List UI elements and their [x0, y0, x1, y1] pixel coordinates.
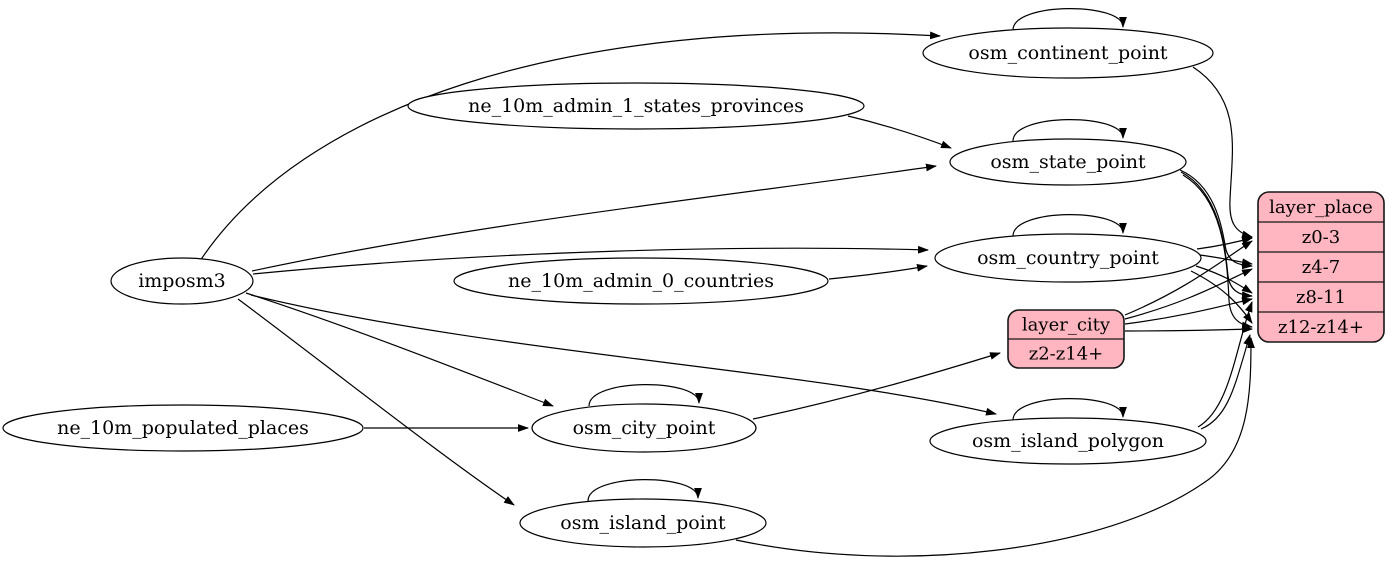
table-label-osm_island_point: osm_island_point	[560, 512, 726, 534]
table-node-osm_continent_point: osm_continent_point	[922, 27, 1214, 79]
table-label-osm_city_point: osm_city_point	[573, 417, 716, 439]
edge-imposm3-to-osm_continent_point	[199, 31, 941, 262]
table-node-osm_country_point: osm_country_point	[934, 233, 1202, 283]
table-ellipse-osm_country_point	[934, 233, 1202, 283]
table-ellipse-osm_island_polygon	[929, 417, 1207, 465]
table-node-osm_city_point: osm_city_point	[531, 403, 757, 453]
edge-imposm3-to-osm_state_point	[251, 163, 937, 272]
edge-osm_state_point-to-layer_place:z12-z14+	[1182, 174, 1253, 330]
edge-ne_10m_admin_1_states_provinces-to-osm_state_point	[847, 115, 952, 149]
self-loop-osm_island_polygon	[1012, 398, 1127, 421]
edge-osm_state_point-to-layer_place:z8-11	[1180, 171, 1253, 300]
edge-layer_city-to-layer_place:z8-11	[1124, 297, 1253, 325]
edge-osm_country_point-to-layer_place:z8-11	[1195, 265, 1253, 294]
table-ellipse-imposm3	[110, 257, 254, 305]
edge-imposm3-to-osm_city_point	[245, 292, 554, 407]
table-node-osm_island_point: osm_island_point	[519, 498, 767, 548]
table-label-osm_continent_point: osm_continent_point	[968, 42, 1168, 64]
self-loop-osm_continent_point	[1012, 8, 1127, 31]
edge-osm_island_point-to-layer_place:z12-z14+	[735, 337, 1255, 557]
edge-osm_continent_point-to-layer_place:z0-3	[1192, 66, 1253, 239]
edge-layer_city-to-layer_place:z12-z14+	[1124, 325, 1253, 334]
table-label-ne_10m_populated_places: ne_10m_populated_places	[57, 417, 309, 439]
self-loop-osm_state_point	[1012, 119, 1127, 142]
table-ellipse-osm_island_point	[519, 498, 767, 548]
table-node-osm_island_polygon: osm_island_polygon	[929, 417, 1207, 465]
layer-record-box-layer_place	[1257, 191, 1385, 343]
layer-record-layer_city: layer_city z2-z14+	[1007, 309, 1125, 369]
edge-imposm3-to-osm_country_point	[252, 245, 929, 275]
edge-ne_10m_admin_0_countries-to-osm_country_point	[828, 263, 928, 280]
self-loop-osm_country_point	[1012, 214, 1127, 237]
edge-osm_island_polygon-to-layer_place:z12-z14+	[1200, 334, 1251, 430]
table-label-ne_10m_admin_0_countries: ne_10m_admin_0_countries	[508, 270, 774, 292]
self-loop-osm_island_point	[587, 479, 702, 502]
table-node-ne_10m_populated_places: ne_10m_populated_places	[2, 404, 364, 452]
record-header-layer_city: layer_city	[1022, 315, 1111, 336]
edge-osm_state_point-to-layer_place:z4-7	[1179, 169, 1253, 270]
table-label-imposm3: imposm3	[138, 270, 226, 292]
record-row-layer_place-z8-11: z8-11	[1296, 287, 1346, 308]
table-ellipse-ne_10m_admin_0_countries	[453, 257, 829, 305]
edge-layer_city-to-layer_place:z4-7	[1124, 268, 1253, 320]
record-row-layer_place-z0-3: z0-3	[1302, 227, 1340, 248]
table-ellipse-osm_continent_point	[922, 27, 1214, 79]
table-label-osm_island_polygon: osm_island_polygon	[972, 430, 1164, 452]
self-loop-osm_city_point	[588, 384, 703, 407]
table-label-osm_country_point: osm_country_point	[977, 247, 1159, 269]
table-label-osm_state_point: osm_state_point	[990, 151, 1146, 173]
record-header-layer_place: layer_place	[1269, 197, 1373, 218]
table-ellipse-osm_city_point	[531, 403, 757, 453]
record-row-layer_place-z12-z14+: z12-z14+	[1278, 317, 1364, 338]
edge-imposm3-to-osm_island_polygon	[250, 294, 997, 416]
table-ellipse-ne_10m_populated_places	[2, 404, 364, 452]
edge-osm_island_polygon-to-layer_place:z8-11	[1197, 301, 1253, 428]
table-node-imposm3: imposm3	[110, 257, 254, 305]
table-ellipse-ne_10m_admin_1_states_provinces	[407, 82, 865, 130]
edge-osm_city_point-to-layer_city:z2-z14+	[752, 352, 1001, 420]
layer-record-layer_place: layer_place z0-3 z4-7 z8-11 z12-z14+	[1257, 191, 1385, 343]
record-row-layer_place-z4-7: z4-7	[1302, 257, 1340, 278]
edge-osm_country_point-to-layer_place:z0-3	[1196, 236, 1253, 250]
edge-osm_country_point-to-layer_place:z4-7	[1199, 254, 1253, 266]
table-label-ne_10m_admin_1_states_provinces: ne_10m_admin_1_states_provinces	[468, 95, 804, 117]
table-node-osm_state_point: osm_state_point	[949, 138, 1187, 186]
table-node-ne_10m_admin_1_states_provinces: ne_10m_admin_1_states_provinces	[407, 82, 865, 130]
record-row-layer_city-z2-z14+: z2-z14+	[1029, 344, 1104, 365]
edge-osm_country_point-to-layer_place:z12-z14+	[1190, 270, 1253, 324]
edge-layer_city-to-layer_place:z0-3	[1124, 240, 1253, 316]
edge-imposm3-to-osm_island_point	[237, 298, 515, 506]
table-ellipse-osm_state_point	[949, 138, 1187, 186]
table-node-ne_10m_admin_0_countries: ne_10m_admin_0_countries	[453, 257, 829, 305]
